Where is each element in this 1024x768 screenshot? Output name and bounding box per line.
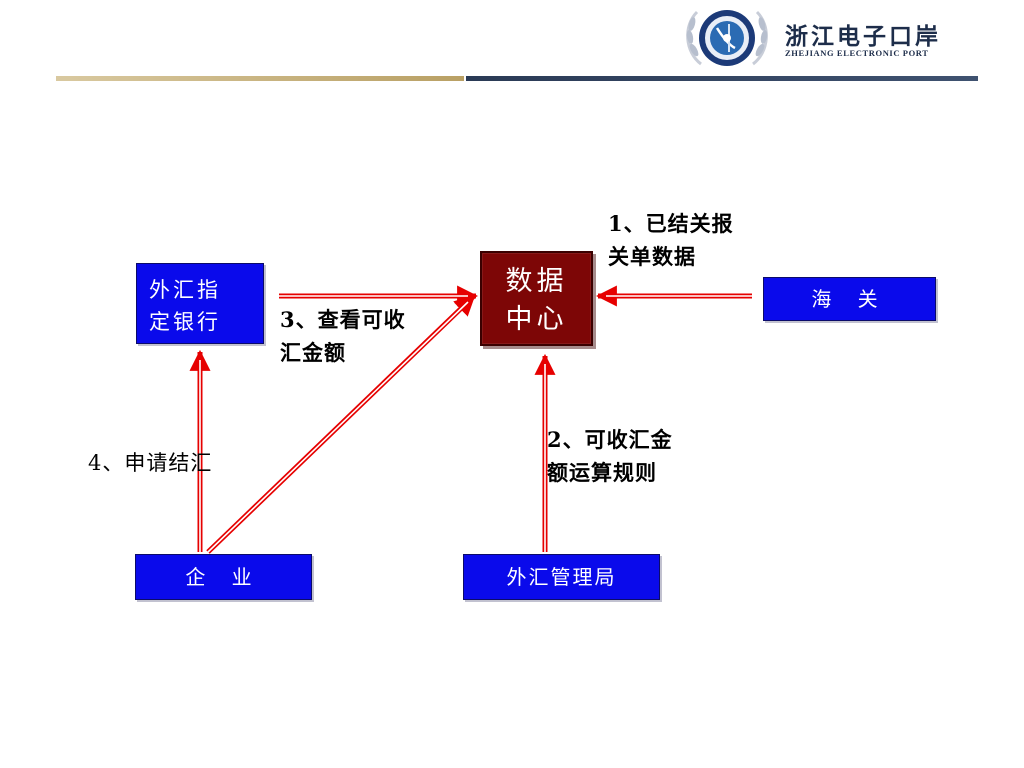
bank-label-line1: 外汇指 xyxy=(149,278,221,302)
step-2-label: 2、可收汇金 额运算规则 xyxy=(547,423,673,489)
forex-administration-box: 外汇管理局 xyxy=(463,554,660,600)
step-2-line1: 2、可收汇金 xyxy=(547,427,673,452)
step-4-label: 4、申请结汇 xyxy=(88,451,213,475)
customs-box: 海 关 xyxy=(763,277,936,321)
header-divider-navy xyxy=(466,76,978,81)
step-2-line2: 额运算规则 xyxy=(547,460,657,485)
step-1-label: 1、已结关报 关单数据 xyxy=(608,207,734,273)
step-3-label: 3、查看可收 汇金额 xyxy=(280,303,406,369)
emblem-icon xyxy=(686,10,768,66)
data-center-label-line1: 数据 xyxy=(505,266,568,297)
data-center-box: 数据 中心 xyxy=(480,251,593,346)
step-3-line1: 3、查看可收 xyxy=(280,307,406,332)
header-divider-gold xyxy=(56,76,464,81)
designated-forex-bank-box: 外汇指 定银行 xyxy=(136,263,264,344)
enterprise-box: 企 业 xyxy=(135,554,312,600)
bank-label-line2: 定银行 xyxy=(149,310,221,334)
step-1-line2: 关单数据 xyxy=(608,244,696,269)
logo-chinese-name: 浙江电子口岸 xyxy=(785,23,941,50)
zhejiang-electronic-port-logo: 浙江电子口岸 ZHEJIANG ELECTRONIC PORT xyxy=(683,4,977,72)
data-center-label-line2: 中心 xyxy=(505,304,568,335)
arrow-enterprise-to-data-center xyxy=(206,294,476,554)
logo-english-name: ZHEJIANG ELECTRONIC PORT xyxy=(785,48,929,58)
step-1-line1: 1、已结关报 xyxy=(608,211,734,236)
step-3-line2: 汇金额 xyxy=(280,340,346,365)
